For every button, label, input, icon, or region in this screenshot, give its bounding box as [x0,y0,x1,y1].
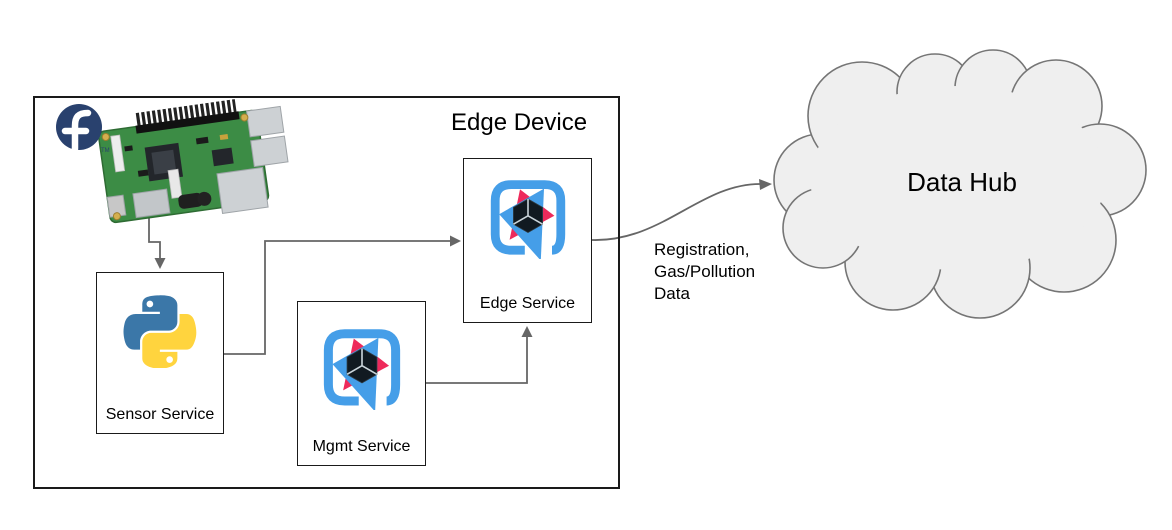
node-sensor-service[interactable]: Sensor Service [96,272,224,434]
raspberry-pi-image [98,99,289,224]
connector-edge-to-cloud[interactable] [591,183,761,241]
arrowhead-right-icon [450,235,461,247]
arrowhead-up-icon [521,326,533,337]
fedora-trademark: TM [101,148,110,154]
mgmt-service-label: Mgmt Service [312,438,411,455]
fedora-logo-icon: TM [56,104,110,160]
connector-mgmt-to-edge[interactable] [426,337,528,384]
arrowhead-down-icon [154,258,166,269]
edge-service-label: Edge Service [479,295,576,312]
node-edge-service[interactable]: Edge Service [463,158,592,323]
connector-pi-to-sensor[interactable] [148,211,161,259]
cloud-shape[interactable] [773,49,1147,319]
sensor-service-label: Sensor Service [105,406,215,423]
flow-annotation-line: Gas/Pollution [654,262,756,281]
connector-sensor-to-edge[interactable] [224,240,450,355]
edge-device-label: Edge Device [451,109,588,136]
edgex-foundry-icon [490,180,565,259]
edge-device-container[interactable] [33,96,620,489]
flow-annotation-line: Data [654,284,690,303]
edgex-foundry-icon [323,329,400,410]
node-mgmt-service[interactable]: Mgmt Service [297,301,426,466]
python-icon [123,295,197,368]
flow-annotation: Registration, Gas/Pollution Data [654,239,755,305]
data-hub-label: Data Hub [907,167,1017,197]
flow-annotation-line: Registration, [654,240,750,259]
arrowhead-cloud-icon [759,179,772,190]
